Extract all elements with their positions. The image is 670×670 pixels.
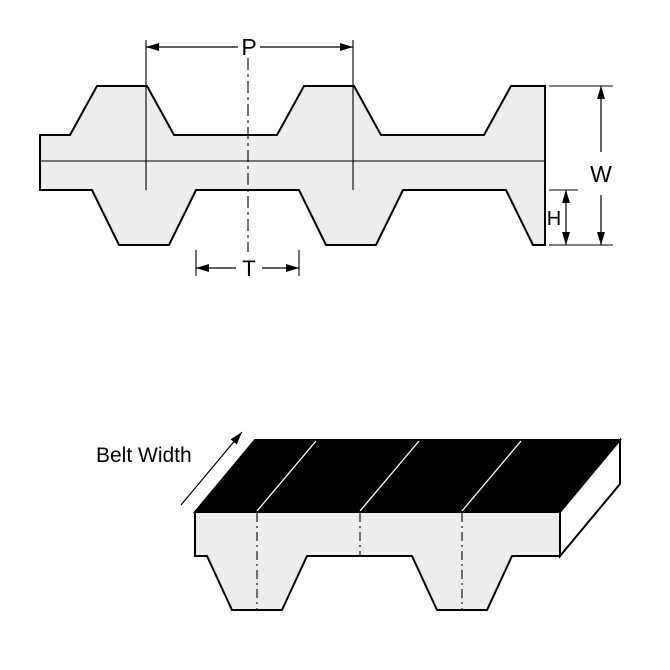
belt-end-face — [559, 437, 621, 559]
belt-width-arrow — [180, 431, 243, 506]
height-label: H — [547, 208, 561, 230]
cross-section-view: P W H T — [39, 34, 613, 281]
perspective-view: Belt Width — [96, 431, 623, 611]
belt-top-surface — [192, 439, 623, 513]
pitch-dimension: P — [146, 34, 353, 60]
tooth-label: T — [242, 256, 255, 281]
top-surface-tooth-line — [256, 440, 317, 512]
belt-front-face — [194, 511, 561, 611]
belt-width-label: Belt Width — [96, 444, 192, 467]
width-label: W — [590, 161, 612, 187]
top-surface-tooth-line — [461, 440, 522, 512]
height-dimension: H — [547, 189, 578, 245]
pitch-label: P — [241, 34, 256, 60]
tooth-dimension: T — [195, 250, 300, 281]
belt-width-callout: Belt Width — [96, 431, 243, 506]
width-dimension: W — [549, 85, 613, 246]
top-surface-tooth-line — [359, 440, 420, 512]
belt-profile — [39, 85, 546, 246]
